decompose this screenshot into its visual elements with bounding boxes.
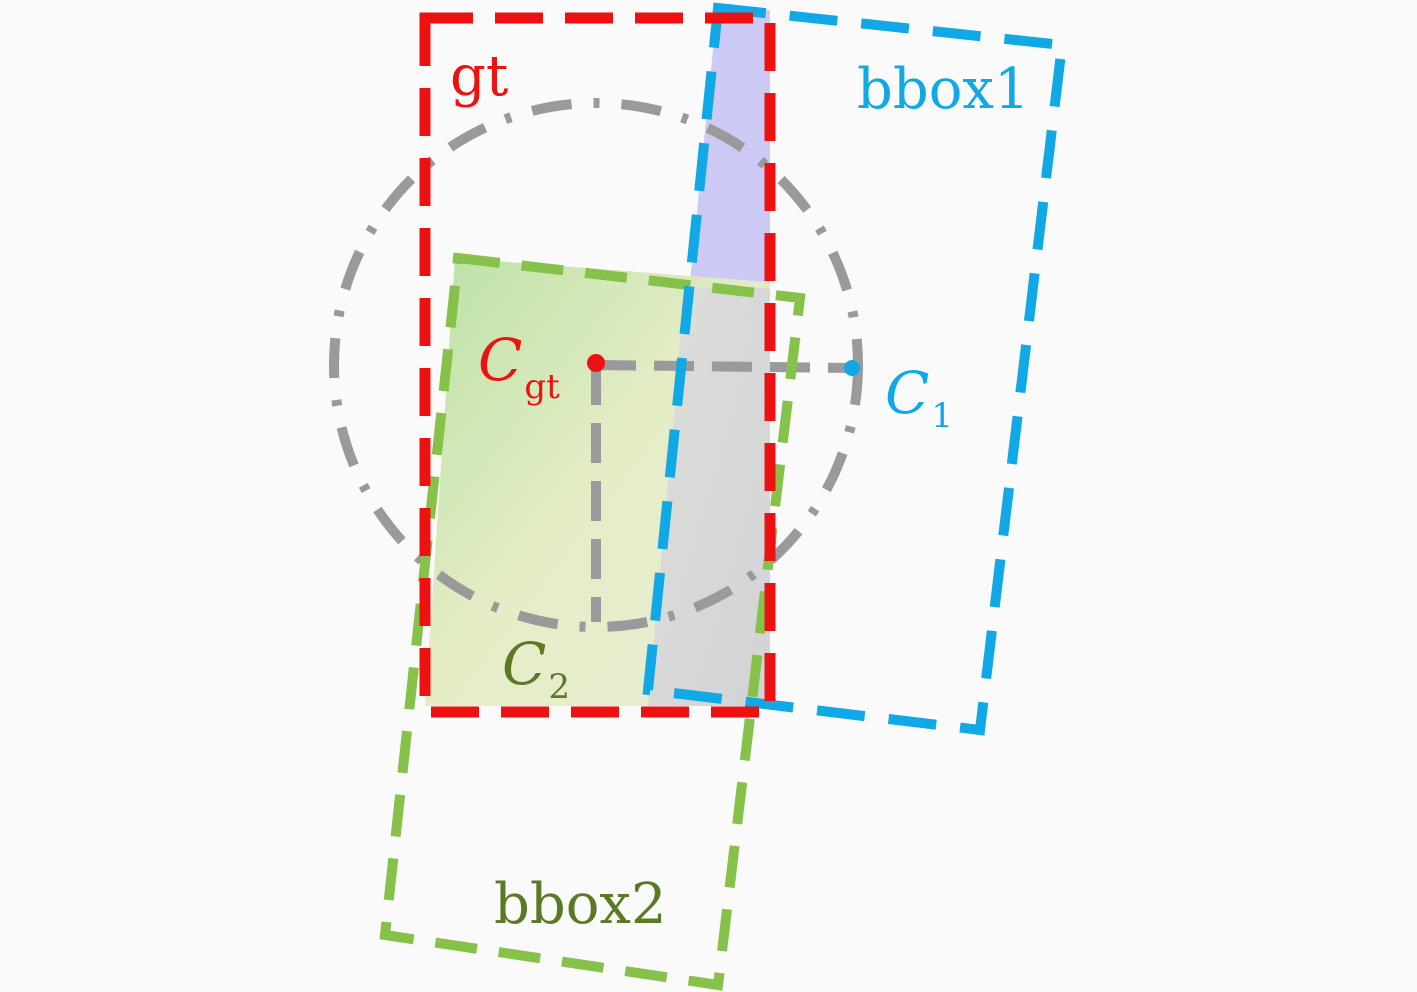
center-c1-sub: 1 [931,396,953,436]
center-gt-dot [587,354,605,372]
center-gt-base: C [478,326,522,394]
center-gt-label: Cgt [478,326,560,407]
distance-line-gt-c1 [595,360,853,373]
bbox1-box [642,2,1068,736]
center-c2-sub: 2 [548,667,570,707]
gt-box [419,12,776,718]
bbox2-label: bbox2 [494,872,667,937]
center-c1-label: C1 [885,359,953,436]
bbox2-box [379,252,806,991]
gt-label: gt [450,44,509,109]
center-c1-dot [844,360,860,376]
bbox1-label: bbox1 [857,57,1030,122]
center-gt-sub: gt [524,367,560,407]
center-c2-base: C [502,630,546,698]
center-c2-label: C2 [502,630,570,707]
center-c1-base: C [885,359,929,427]
